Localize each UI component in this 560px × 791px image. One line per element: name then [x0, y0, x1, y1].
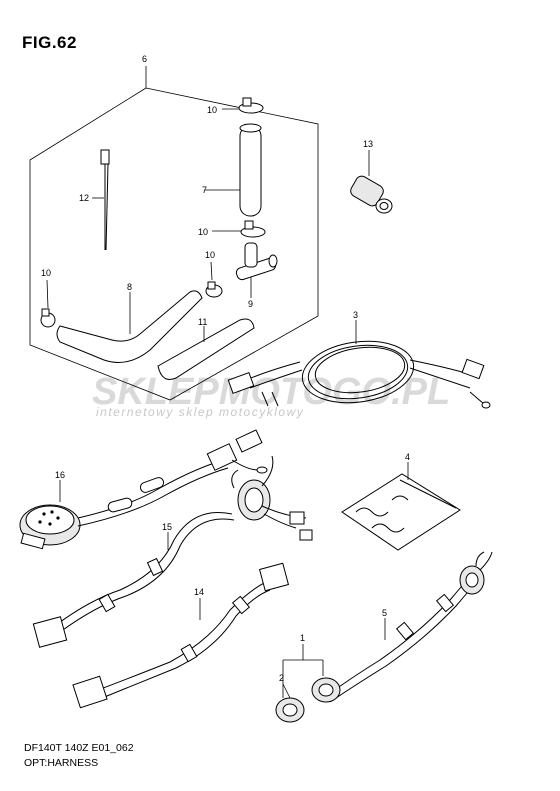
callout-11: 11	[198, 317, 207, 327]
footer-model-code: DF140T 140Z E01_062	[24, 742, 134, 754]
callout-8: 8	[127, 282, 132, 292]
callout-5: 5	[382, 608, 387, 618]
watermark: SKLEPMOTOGO.PL internetowy sklep motocyk…	[92, 371, 450, 419]
callout-1: 1	[300, 633, 305, 643]
callout-4: 4	[405, 452, 410, 462]
callout-2: 2	[279, 673, 284, 683]
callout-9: 9	[248, 299, 253, 309]
straight-hose-part-11	[157, 318, 255, 380]
footer-section-name: OPT:HARNESS	[24, 757, 99, 769]
callout-14: 14	[194, 587, 204, 597]
bent-hose-part-8	[56, 290, 203, 363]
callout-10-middle: 10	[198, 227, 208, 237]
clip-part-10-top	[238, 97, 264, 114]
socket-part-2	[275, 697, 305, 723]
callout-7: 7	[202, 185, 207, 195]
callout-12: 12	[79, 193, 89, 203]
harness-part-15	[32, 455, 313, 648]
callout-10-left: 10	[41, 268, 51, 278]
figure-title: FIG.62	[22, 33, 77, 52]
harness-part-3	[227, 340, 491, 409]
hose-part-7	[239, 123, 262, 217]
kit-box-outline	[29, 87, 319, 401]
t-joint-part-9	[235, 242, 278, 281]
cable-tie-part-12	[100, 149, 110, 251]
callout-3: 3	[353, 310, 358, 320]
clip-part-10-lower	[205, 281, 223, 298]
clip-part-10-left	[40, 308, 56, 328]
bag-part-4	[341, 473, 461, 551]
grommet-part-13	[350, 175, 393, 214]
callout-10-lower: 10	[205, 250, 215, 260]
harness-part-14	[72, 562, 290, 709]
callout-16: 16	[55, 470, 65, 480]
callout-labels: 6 10 13 7 12 10 10 10 8 9 11 3 16 4 15 1…	[41, 54, 410, 683]
clip-part-10-middle	[240, 220, 266, 238]
watermark-main: SKLEPMOTOGO.PL	[92, 371, 450, 413]
callout-6: 6	[142, 54, 147, 64]
harness-part-5	[325, 551, 493, 703]
callout-10-top: 10	[207, 105, 217, 115]
buzzer-part-16	[19, 429, 268, 550]
callout-13: 13	[363, 139, 373, 149]
watermark-sub: internetowy sklep motocyklowy	[96, 405, 304, 419]
callout-15: 15	[162, 522, 172, 532]
socket-part-1	[311, 677, 341, 703]
